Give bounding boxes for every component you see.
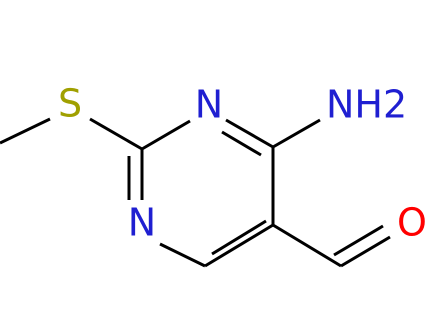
sulfur-atom-label: S [58,82,82,126]
nitrogen-atom-label-top: N [195,83,223,127]
bond-methyl-sulfur [0,117,51,145]
nitrogen-atom-label-left: N [128,201,156,245]
bond-c6-c5-inner [211,219,267,256]
bond-n1-c6 [159,242,206,268]
bond-formyl-oxygen [340,235,391,268]
bond-c2-n3 [141,119,191,151]
bond-c4-n3-inner [221,130,262,157]
bond-formyl-oxygen-inner [333,224,384,257]
amino-group-label: NH2 [326,83,407,127]
bond-sulfur-c2 [89,117,143,151]
bond-c6-c5 [204,223,274,268]
bond-c4-amino [272,118,321,149]
oxygen-atom-label: O [397,201,427,245]
bond-group [0,117,391,268]
bond-c5-formyl [272,223,342,268]
bond-c4-n3 [225,118,274,149]
